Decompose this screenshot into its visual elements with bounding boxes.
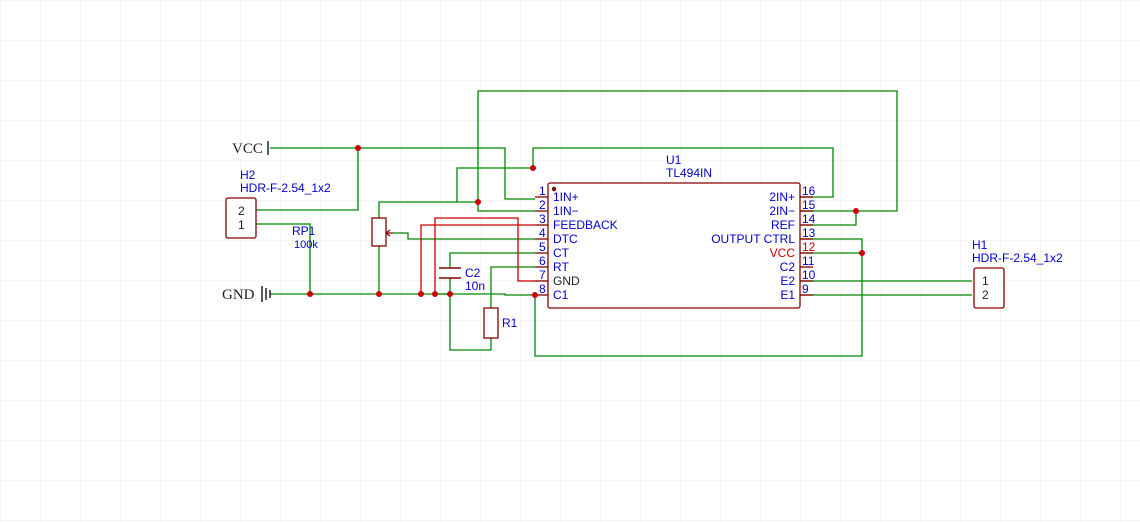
u1-pin-number: 7 — [539, 268, 546, 282]
u1-pin-name: REF — [771, 218, 795, 232]
capacitor-c2[interactable]: C2 10n — [439, 266, 485, 293]
wire-gnd-c1[interactable] — [435, 293, 535, 296]
c2-ref: C2 — [465, 266, 481, 280]
u1-pin-name: CT — [553, 246, 570, 260]
u1-pin-number: 5 — [539, 240, 546, 254]
u1-pin-number: 14 — [802, 212, 816, 226]
u1-pin-name: C1 — [553, 288, 569, 302]
u1-pin-number: 12 — [802, 240, 816, 254]
h1-pin-label: 1 — [982, 274, 989, 288]
u1-pin-name: 2IN− — [769, 204, 795, 218]
wire-ref-link[interactable] — [800, 211, 857, 226]
rp1-ref: RP1 — [292, 224, 316, 238]
u1-pin-name: E2 — [780, 274, 795, 288]
u1-body — [547, 182, 801, 309]
h2-value: HDR-F-2.54_1x2 — [240, 181, 331, 195]
rp1-value: 100k — [294, 239, 318, 251]
rp1-wiper-arrow — [384, 229, 393, 237]
u1-pin1-marker — [551, 186, 557, 192]
junction-dot — [853, 208, 859, 214]
u1-pin-number: 3 — [539, 212, 546, 226]
u1-pin-number: 15 — [802, 198, 816, 212]
gnd-label: GND — [222, 287, 255, 303]
wire-vcc-h2pin2[interactable] — [256, 148, 359, 211]
r1-ref: R1 — [502, 316, 518, 330]
junction-dot — [475, 199, 481, 205]
u1-pin-number: 13 — [802, 226, 816, 240]
junction-dot — [376, 291, 382, 297]
u1-pin-number: 16 — [802, 184, 816, 198]
h2-pin-label: 2 — [238, 204, 245, 218]
u1-pin-number: 11 — [802, 254, 815, 268]
wire-gnd-h2pin1[interactable] — [256, 223, 311, 294]
wire-feedback[interactable] — [420, 224, 535, 294]
u1-value: TL494IN — [666, 166, 712, 180]
junction-dot — [530, 165, 536, 171]
u1-pin-name: VCC — [770, 246, 796, 260]
h1-body — [973, 267, 1005, 309]
u1-pin-number: 1 — [539, 184, 546, 198]
u1-left-pins: 1 1IN+ 2 1IN− 3 FEEDBACK 4 DTC 5 CT 6 RT 7 GND 8 C1 — [535, 184, 618, 302]
u1-pin-name: FEEDBACK — [553, 218, 618, 232]
wire-pin2-loop[interactable] — [477, 90, 898, 212]
ic-u1[interactable]: U1 TL494IN 1 1IN+ 2 1IN− 3 FEEDBACK 4 DTC 5 CT 6 RT… — [535, 153, 816, 309]
wire-rp1-wiper-dtc[interactable] — [393, 232, 535, 240]
h2-pin-label: 1 — [238, 218, 245, 232]
wire-rp1-top[interactable] — [378, 201, 478, 219]
junction-dot — [418, 291, 424, 297]
wire-c2-ct[interactable] — [449, 252, 535, 268]
wire-gnd-pin7[interactable] — [434, 217, 535, 294]
wire-c2-r1[interactable] — [449, 278, 492, 351]
h2-ref: H2 — [240, 168, 256, 182]
vcc-label: VCC — [232, 141, 263, 157]
u1-pin-number: 10 — [802, 268, 816, 282]
u1-pin-number: 8 — [539, 282, 546, 296]
h1-ref: H1 — [972, 238, 988, 252]
junction-dot — [355, 145, 361, 151]
junction-dot — [307, 291, 313, 297]
resistor-r1[interactable]: R1 — [483, 307, 518, 339]
u1-right-pins: 16 2IN+ 15 2IN− 14 REF 13 OUTPUT CTRL 12 VCC 11 C2 1… — [711, 184, 815, 302]
h2-body — [225, 197, 257, 239]
u1-pin-name: RT — [553, 260, 569, 274]
u1-ref: U1 — [666, 153, 682, 167]
potentiometer-rp1[interactable]: RP1 100k — [292, 217, 393, 251]
junction-dot — [532, 292, 538, 298]
u1-pin-number: 9 — [802, 282, 809, 296]
u1-pin-name: GND — [553, 274, 580, 288]
wire-vcc-pin1[interactable] — [270, 147, 535, 200]
u1-pin-name: 1IN+ — [553, 190, 579, 204]
h1-pin-label: 2 — [982, 288, 989, 302]
u1-pin-name: OUTPUT CTRL — [711, 232, 795, 246]
r1-body — [483, 307, 499, 339]
connector-h1[interactable]: H1 HDR-F-2.54_1x2 1 2 — [972, 238, 1063, 309]
wire-c1-outctrl[interactable] — [534, 238, 863, 357]
rp1-body — [371, 217, 387, 247]
u1-pin-number: 4 — [539, 226, 546, 240]
junction-dot — [859, 250, 865, 256]
u1-pin-name: 2IN+ — [769, 190, 795, 204]
c2-value: 10n — [465, 279, 485, 293]
u1-pin-number: 6 — [539, 254, 546, 268]
u1-pin-name: E1 — [780, 288, 795, 302]
gnd-symbol[interactable]: GND — [222, 286, 271, 303]
junction-dot — [447, 291, 453, 297]
h1-value: HDR-F-2.54_1x2 — [972, 251, 1063, 265]
connector-h2[interactable]: H2 HDR-F-2.54_1x2 2 1 — [225, 168, 331, 239]
junction-dot — [432, 291, 438, 297]
wire-pin16-loop[interactable] — [456, 147, 834, 202]
wires — [256, 90, 972, 357]
junctions — [307, 145, 865, 298]
u1-pin-name: C2 — [780, 260, 796, 274]
u1-pin-name: DTC — [553, 232, 578, 246]
u1-pin-number: 2 — [539, 198, 546, 212]
u1-pin-name: 1IN− — [553, 204, 579, 218]
vcc-symbol[interactable]: VCC — [232, 141, 269, 157]
